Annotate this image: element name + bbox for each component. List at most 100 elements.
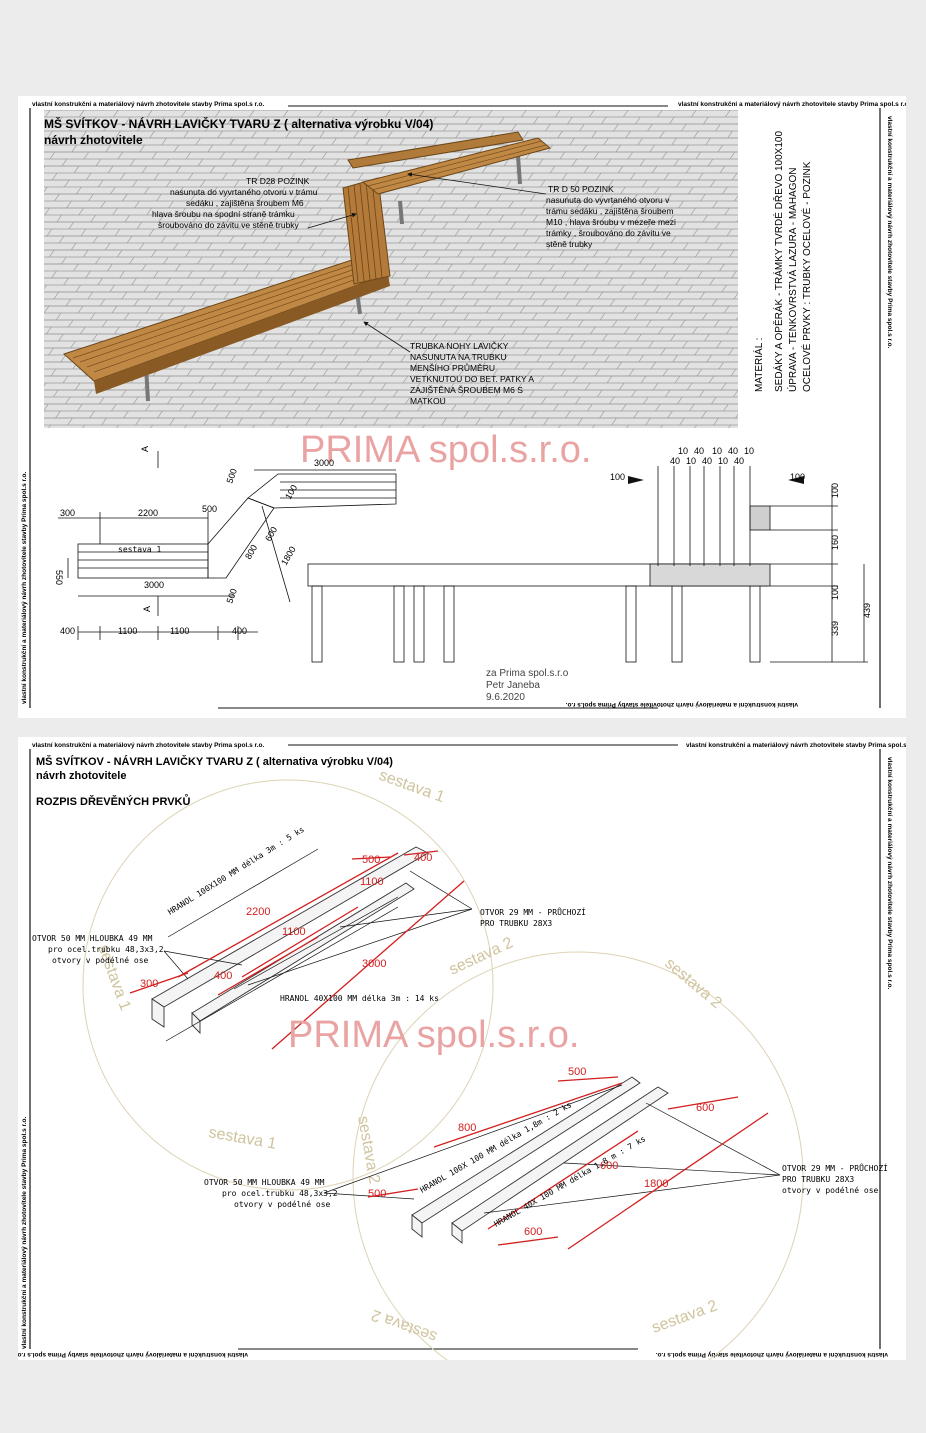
svg-text:trámu sedáku , zajištěna šroub: trámu sedáku , zajištěna šroubem: [546, 206, 674, 216]
plan-dimensions: 3000 2200 500 500 500 300 550 3000 400 1…: [54, 446, 334, 636]
svg-text:ÚPRAVA - TENKOVRSTVÁ LAZURA -: ÚPRAVA - TENKOVRSTVÁ LAZURA - MAHAGON: [786, 168, 799, 393]
drawing-sheet-2: vlastní konstrukční a materiálový návrh …: [18, 737, 906, 1360]
sheet-2-subtitle: návrh zhotovitele: [36, 770, 126, 782]
elevation-dimensions: 10 40 10 40 10 40 10 40 10 40 100 100 10…: [610, 446, 872, 636]
svg-text:A: A: [140, 446, 150, 452]
svg-text:400: 400: [214, 970, 232, 982]
hole-29-note-2: OTVOR 29 MM - PRŮCHOZÍ PRO TRUBKU 28X3 o…: [782, 1162, 888, 1195]
svg-text:439: 439: [862, 603, 872, 618]
svg-text:600: 600: [600, 1160, 618, 1172]
svg-text:pro ocel.trubku 48,3x3,2: pro ocel.trubku 48,3x3,2: [48, 945, 164, 954]
svg-text:VETKNUTOU DO BET. PATKY A: VETKNUTOU DO BET. PATKY A: [410, 374, 534, 384]
svg-text:ZAJIŠTĚNA ŠROUBEM M6 S: ZAJIŠTĚNA ŠROUBEM M6 S: [410, 385, 523, 395]
svg-text:HRANOL 100X 100 MM délka 1,8m: HRANOL 100X 100 MM délka 1,8m : 2 ks: [418, 1099, 573, 1194]
sestava-2-label-b: sestava 2: [661, 955, 724, 1012]
svg-text:100: 100: [830, 585, 840, 600]
sestava-1-label-bottom: sestava 1: [207, 1124, 277, 1153]
svg-text:339: 339: [830, 621, 840, 636]
svg-text:šroubováno do závitu ve stěně: šroubováno do závitu ve stěně trubky: [158, 220, 300, 230]
svg-text:SEDÁKY A OPĚRÁK - TRÁMKY TVRDÉ: SEDÁKY A OPĚRÁK - TRÁMKY TVRDÉ DŘEVO 100…: [772, 131, 785, 392]
svg-text:MENŠÍHO PRŮMĚRU: MENŠÍHO PRŮMĚRU: [410, 362, 495, 373]
svg-text:OTVOR 29 MM - PRŮCHOZÍ: OTVOR 29 MM - PRŮCHOZÍ: [782, 1162, 888, 1173]
svg-text:OTVOR 50 MM HLOUBKA 49 MM: OTVOR 50 MM HLOUBKA 49 MM: [204, 1178, 325, 1187]
svg-text:1100: 1100: [360, 876, 384, 888]
svg-text:550: 550: [54, 570, 64, 585]
svg-text:nasunuta do vyvrtaného otvoru: nasunuta do vyvrtaného otvoru v: [546, 195, 670, 205]
svg-text:1100: 1100: [118, 626, 137, 636]
svg-text:PRO TRUBKU 28X3: PRO TRUBKU 28X3: [480, 919, 552, 928]
bench-3d-render: [44, 110, 738, 428]
svg-text:160: 160: [830, 535, 840, 550]
svg-text:OTVOR 50 MM HLOUBKA 49 MM: OTVOR 50 MM HLOUBKA 49 MM: [32, 934, 153, 943]
svg-text:PRO TRUBKU 28X3: PRO TRUBKU 28X3: [782, 1175, 854, 1184]
svg-text:500: 500: [224, 467, 239, 485]
svg-text:1100: 1100: [282, 926, 306, 938]
stamp-bottom-right: vlastní konstrukční a materiálový návrh …: [566, 701, 798, 708]
note-tube-d50: TR D 50 POZINK nasunuta do vyvrtaného ot…: [546, 184, 676, 249]
set-2-red-dims: [367, 1076, 769, 1250]
svg-text:NASUNUTA NA TRUBKU: NASUNUTA NA TRUBKU: [410, 352, 507, 362]
svg-text:nasunuta do vyvrtaného otvoru: nasunuta do vyvrtaného otvoru v trámu: [170, 187, 318, 197]
svg-text:500: 500: [362, 854, 380, 866]
set-2-dim-labels: 500 600 800 600 1800 500 600: [368, 1066, 714, 1238]
set-1-red-dims: [129, 850, 465, 1050]
svg-text:otvory v podélné ose: otvory v podélné ose: [52, 955, 149, 965]
drawing-sheet-1: vlastní konstrukční a materiálový návrh …: [18, 96, 906, 718]
watermark: PRIMA spol.s.r.o.: [300, 429, 591, 471]
sheet-1-title: MŠ SVÍTKOV - NÁVRH LAVIČKY TVARU Z ( alt…: [44, 116, 433, 131]
stamp-top-left-2: vlastní konstrukční a materiálový návrh …: [32, 742, 264, 749]
stamp-bottom-left-2: vlastní konstrukční a materiálový návrh …: [18, 1351, 248, 1358]
svg-text:TR D 50 POZINK: TR D 50 POZINK: [548, 184, 614, 194]
stamp-top-left: vlastní konstrukční a materiálový návrh …: [32, 101, 264, 108]
svg-text:500: 500: [568, 1066, 586, 1078]
svg-text:40: 40: [702, 456, 712, 466]
set-2-beams: [411, 1076, 669, 1244]
svg-text:1100: 1100: [170, 626, 189, 636]
hole-50-note-2: OTVOR 50 MM HLOUBKA 49 MM pro ocel.trubk…: [204, 1178, 338, 1209]
svg-text:300: 300: [140, 978, 158, 990]
svg-text:3000: 3000: [314, 458, 334, 468]
material-spec: MATERIÁL : SEDÁKY A OPĚRÁK - TRÁMKY TVRD…: [752, 131, 813, 392]
svg-text:500: 500: [368, 1188, 386, 1200]
set-1-beams: [151, 846, 429, 1035]
svg-text:10: 10: [678, 446, 688, 456]
svg-text:2200: 2200: [138, 508, 158, 518]
svg-text:OTVOR 29 MM - PRŮCHOZÍ: OTVOR 29 MM - PRŮCHOZÍ: [480, 906, 586, 917]
hole-50-note-1: OTVOR 50 MM HLOUBKA 49 MM pro ocel.trubk…: [32, 934, 164, 965]
svg-text:800: 800: [243, 543, 259, 561]
svg-text:300: 300: [60, 508, 75, 518]
svg-text:400: 400: [414, 852, 432, 864]
note-leg-tube: TRUBKA NOHY LAVIČKY NASUNUTA NA TRUBKU M…: [410, 341, 534, 406]
stamp-top-right: vlastní konstrukční a materiálový návrh …: [678, 101, 906, 108]
svg-text:10: 10: [686, 456, 696, 466]
svg-text:3000: 3000: [144, 580, 164, 590]
set-1-dim-labels: 500 400 1100 2200 1100 400 300 3000: [140, 852, 432, 990]
svg-text:HRANOL 100X100 MM délka 3m : 5: HRANOL 100X100 MM délka 3m : 5 ks: [166, 824, 306, 917]
svg-text:100: 100: [610, 472, 625, 482]
sestava-2-label-e: sestava 2: [369, 1306, 439, 1345]
svg-text:MATERIÁL :: MATERIÁL :: [752, 338, 765, 392]
stamp-right-vertical-2: vlastní konstrukční a materiálový návrh …: [886, 757, 893, 989]
svg-text:sestava 1: sestava 1: [118, 545, 162, 554]
stamp-right-vertical: vlastní konstrukční a materiálový návrh …: [886, 116, 893, 348]
stamp-left-vertical-2: vlastní konstrukční a materiálový návrh …: [21, 1117, 28, 1349]
section-heading: ROZPIS DŘEVĚNÝCH PRVKŮ: [36, 794, 190, 808]
svg-text:stěně trubky: stěně trubky: [546, 239, 593, 249]
svg-text:600: 600: [263, 525, 279, 543]
svg-text:100: 100: [790, 472, 805, 482]
sheet-2-drawing: vlastní konstrukční a materiálový návrh …: [18, 742, 906, 1360]
stamp-left-vertical: vlastní konstrukční a materiálový návrh …: [21, 472, 28, 704]
svg-text:hlava šroubu na spodní straně: hlava šroubu na spodní straně trámku: [152, 209, 295, 219]
svg-text:100: 100: [830, 483, 840, 498]
svg-text:600: 600: [696, 1102, 714, 1114]
svg-text:otvory v podélné ose: otvory v podélné ose: [234, 1199, 331, 1209]
watermark-2: PRIMA spol.s.r.o.: [288, 1014, 579, 1056]
svg-text:sedáku , zajištěna šroubem M6: sedáku , zajištěna šroubem M6: [186, 198, 304, 208]
svg-text:OCELOVÉ PRVKY : TRUBKY OCELOVÉ: OCELOVÉ PRVKY : TRUBKY OCELOVÉ - POZINK: [800, 161, 813, 392]
sestava-1-label-top: sestava 1: [377, 767, 447, 806]
sheet-2-title: MŠ SVÍTKOV - NÁVRH LAVIČKY TVARU Z ( alt…: [36, 755, 393, 768]
svg-text:10: 10: [744, 446, 754, 456]
sheet-1-drawing: vlastní konstrukční a materiálový návrh …: [21, 101, 906, 709]
svg-text:10: 10: [712, 446, 722, 456]
svg-text:500: 500: [202, 504, 217, 514]
